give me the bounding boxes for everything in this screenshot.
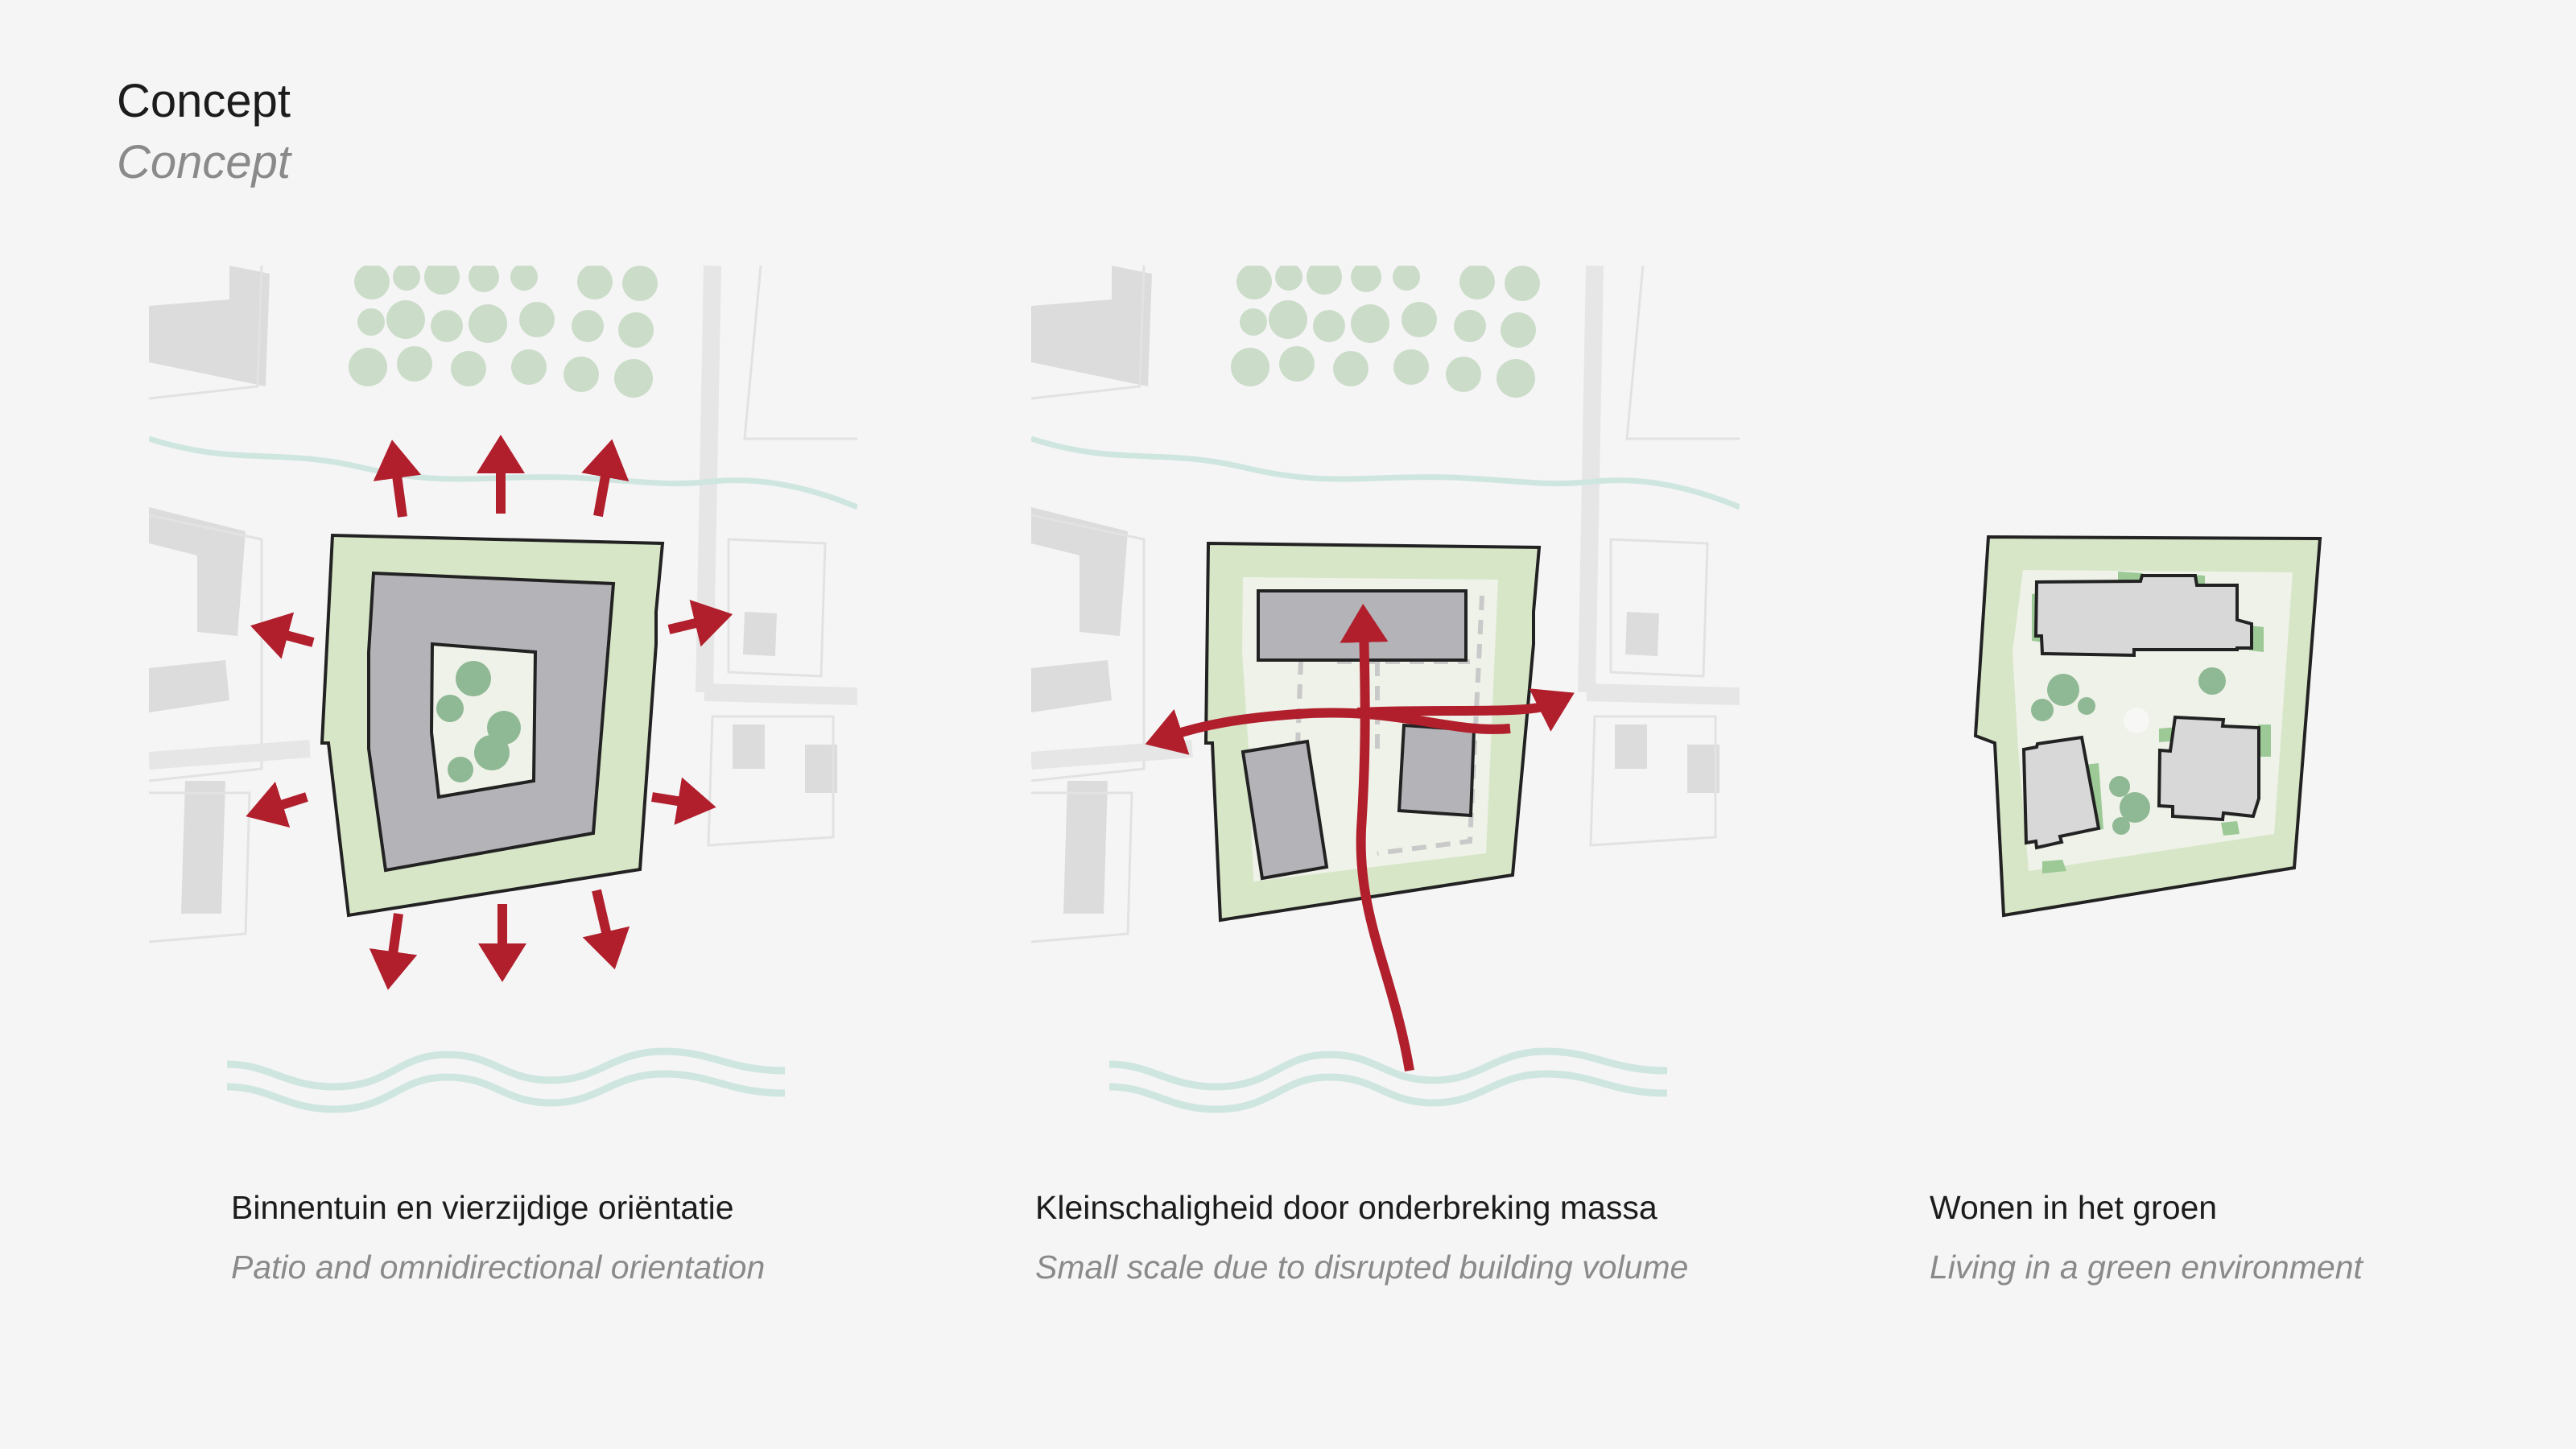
site-diagram-green-living — [1973, 535, 2322, 918]
site-diagram-disrupted-volume — [1031, 266, 1740, 1113]
route-arrows — [1145, 604, 1575, 1071]
context-lines — [1031, 266, 1740, 943]
diagram-panel-disrupted-volume — [1031, 266, 1740, 1151]
caption-title: Binnentuin en vierzijdige oriëntatie — [231, 1189, 734, 1226]
page-header: Concept Concept — [117, 71, 291, 193]
river-waves — [226, 1047, 786, 1113]
building-southwest — [2021, 735, 2101, 850]
building-southwest — [1241, 739, 1329, 881]
building-southeast — [2157, 715, 2260, 822]
road-east — [1586, 683, 1740, 705]
canal — [1031, 436, 1740, 510]
caption-panel-3: Wonen in het groen Living in a green env… — [1930, 1183, 2363, 1291]
garden-trees — [2031, 667, 2226, 835]
tree-grove — [1231, 266, 1540, 398]
context-buildings — [149, 266, 837, 914]
road-vertical — [1578, 266, 1604, 693]
caption-title: Wonen in het groen — [1930, 1189, 2218, 1226]
road-west — [149, 740, 311, 770]
caption-title: Kleinschaligheid door onderbreking massa — [1035, 1189, 1657, 1226]
caption-panel-1: Binnentuin en vierzijdige oriëntatie Pat… — [231, 1183, 765, 1291]
caption-translation: Living in a green environment — [1930, 1249, 2363, 1286]
page-title: Concept — [117, 75, 291, 127]
site-diagram-patio — [149, 266, 857, 1113]
river-waves — [1108, 1047, 1668, 1113]
context-buildings — [1031, 266, 1719, 914]
road-east — [704, 683, 857, 705]
courtyard-trees — [436, 661, 521, 782]
caption-translation: Small scale due to disrupted building vo… — [1035, 1249, 1689, 1286]
building-southeast — [1397, 723, 1476, 818]
caption-panel-2: Kleinschaligheid door onderbreking massa… — [1035, 1183, 1688, 1291]
tree-grove — [349, 266, 658, 398]
road-west — [1031, 740, 1193, 770]
page-title-translation: Concept — [117, 136, 291, 188]
building-north — [2033, 574, 2253, 658]
caption-translation: Patio and omnidirectional orientation — [231, 1249, 766, 1286]
garden-plaza — [2124, 708, 2149, 733]
canal — [149, 436, 857, 510]
orientation-arrows — [246, 435, 733, 990]
diagram-panel-green-living — [1913, 266, 2576, 1151]
diagram-panel-patio — [149, 266, 857, 1151]
